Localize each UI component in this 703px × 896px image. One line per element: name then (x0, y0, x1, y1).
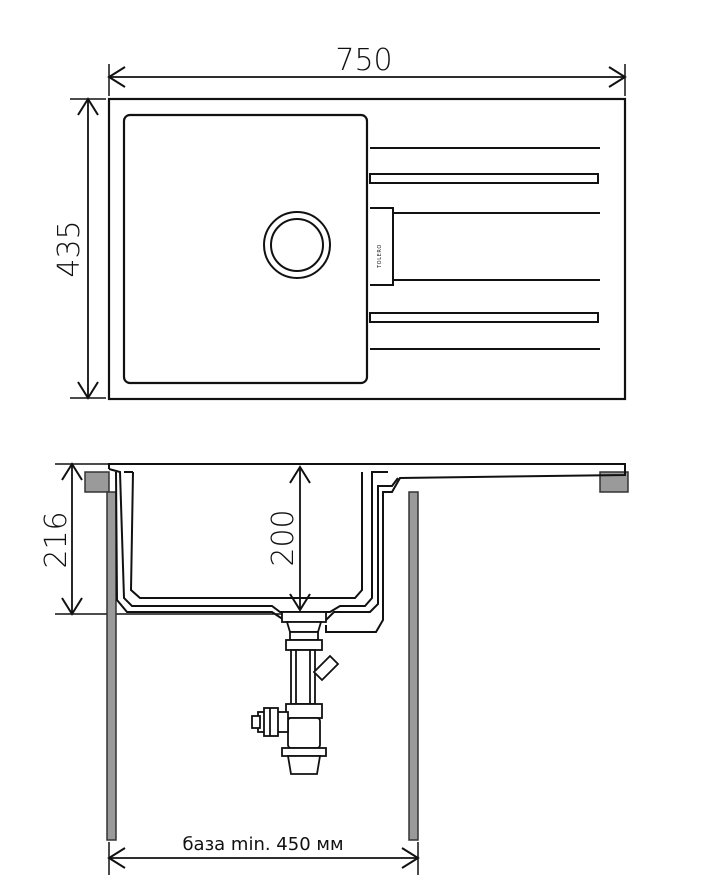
siphon-assembly (251, 611, 340, 775)
width-label: 750 (335, 43, 392, 78)
height-dimension (55, 462, 300, 616)
logo-plate (370, 207, 394, 286)
height-label: 216 (39, 511, 74, 568)
brand-logo: TOLERO (377, 244, 383, 269)
sink-outline (107, 97, 627, 401)
side-view (55, 462, 629, 875)
sink-profile-outer (108, 463, 626, 633)
sink-profile-inner (115, 471, 399, 621)
depth-dimension (70, 97, 106, 400)
bowl (122, 113, 369, 385)
base-label: база min. 450 мм (182, 834, 343, 855)
cabinet-wall-right (408, 491, 419, 841)
cabinet-wall-left (106, 491, 117, 841)
countertop-left (84, 471, 110, 493)
width-dimension (107, 64, 627, 96)
top-view (70, 64, 627, 401)
drainboard-grooves (369, 147, 600, 350)
drain-inner (270, 218, 324, 272)
bowl-depth-dimension (289, 465, 311, 612)
bowl-depth-label: 200 (266, 509, 301, 566)
drain-outer (263, 211, 331, 279)
countertop-right (599, 471, 629, 493)
depth-label: 435 (52, 220, 87, 277)
base-dimension (107, 842, 420, 875)
